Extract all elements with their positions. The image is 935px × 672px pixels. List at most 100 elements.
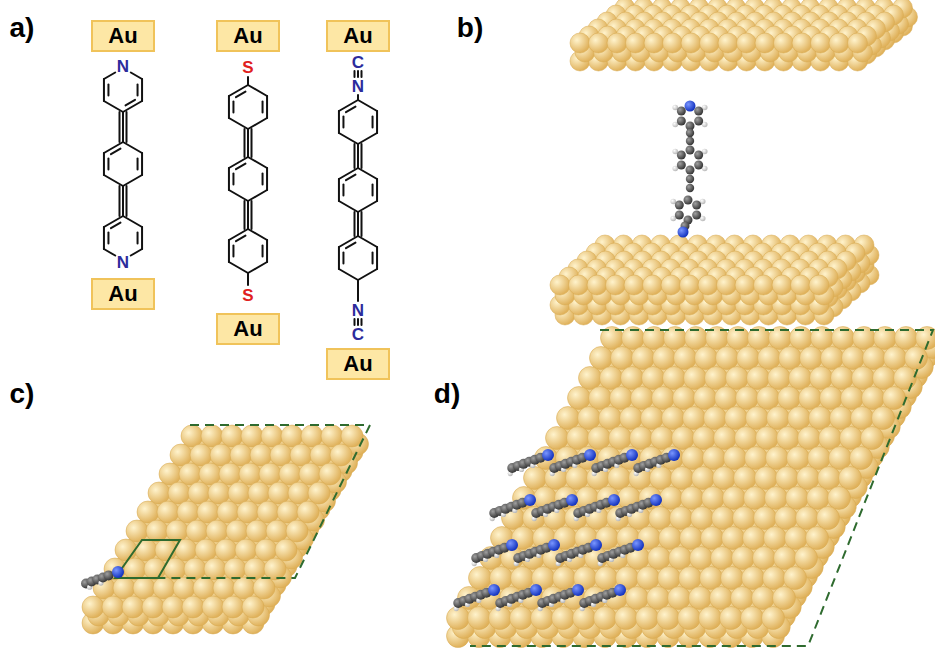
molecule-model <box>675 201 684 210</box>
molecule-structure <box>236 164 246 170</box>
gold-surface-large-cell <box>743 527 766 550</box>
gold-junction-model <box>792 33 812 53</box>
gold-surface-large-cell <box>745 447 768 470</box>
molecule-structure <box>342 185 344 196</box>
gold-junction-model <box>644 33 664 53</box>
molecule-structure <box>354 319 356 325</box>
gold-surface-large-cell <box>447 607 470 630</box>
molecule-structure <box>376 111 378 133</box>
molecule-model <box>686 175 694 183</box>
gold-surface-small-cell <box>222 596 244 618</box>
gold-surface-large-cell <box>669 547 692 570</box>
molecule-structure <box>266 168 268 190</box>
gold-surface-small-cell <box>288 482 310 504</box>
molecule-model <box>675 211 684 220</box>
gold-surface-small-cell <box>253 577 275 599</box>
gold-surface-large-cell <box>775 507 798 530</box>
gold-surface-small-cell <box>157 501 179 523</box>
gold-surface-large-cell <box>756 427 779 450</box>
molecule-structure <box>103 79 105 101</box>
molecule-model <box>685 101 696 112</box>
gold-surface-small-cell <box>308 482 330 504</box>
molecule-structure <box>122 112 124 142</box>
molecule-model <box>694 107 703 116</box>
gold-surface-small-cell <box>168 482 190 504</box>
molecule-structure <box>247 273 249 285</box>
gold-electrode-box: Au <box>216 313 280 345</box>
gold-surface-large-cell <box>684 367 707 390</box>
gold-surface-small-cell <box>102 596 124 618</box>
molecule-structure <box>119 186 121 216</box>
gold-surface-small-cell <box>195 539 217 561</box>
molecule-structure <box>229 262 248 273</box>
molecule-structure <box>372 253 374 264</box>
gold-surface-small-cell <box>186 520 208 542</box>
gold-surface-large-cell <box>689 587 712 610</box>
molecule-structure <box>251 129 253 157</box>
gold-surface-small-cell <box>226 520 248 542</box>
atom-symbol: N <box>117 58 129 75</box>
gold-surface-small-cell <box>201 425 223 447</box>
gold-surface-small-cell <box>241 425 263 447</box>
gold-surface-large-cell <box>588 427 611 450</box>
molecule-array <box>566 494 578 506</box>
gold-surface-large-cell <box>513 487 536 510</box>
gold-surface-large-cell <box>524 467 547 490</box>
gold-surface-large-cell <box>723 487 746 510</box>
gold-surface-large-cell <box>752 587 775 610</box>
molecule-structure <box>141 79 143 101</box>
gold-surface-large-cell <box>609 427 632 450</box>
molecule-structure <box>357 71 359 77</box>
gold-surface-large-cell <box>755 467 778 490</box>
gold-surface-large-cell <box>692 467 715 490</box>
gold-surface-small-cell <box>230 444 252 466</box>
gold-surface-large-cell <box>810 367 833 390</box>
gold-surface-small-cell <box>261 425 283 447</box>
molecule-model <box>686 184 694 192</box>
gold-junction-model <box>624 275 644 295</box>
gold-surface-large-cell <box>531 607 554 630</box>
gold-surface-large-cell <box>757 387 780 410</box>
gold-surface-small-cell <box>270 444 292 466</box>
gold-surface-large-cell <box>670 507 693 530</box>
gold-surface-large-cell <box>841 387 864 410</box>
gold-surface-small-cell <box>319 463 341 485</box>
molecule-structure <box>131 249 142 256</box>
gold-surface-large-cell <box>600 367 623 390</box>
gold-surface-small-cell <box>250 444 272 466</box>
molecule-structure <box>104 73 115 80</box>
gold-surface-large-cell <box>808 447 831 470</box>
molecule-structure <box>236 92 246 98</box>
gold-surface-small-cell <box>202 596 224 618</box>
gold-surface-large-cell <box>695 347 718 370</box>
gold-surface-small-cell <box>159 463 181 485</box>
molecule-structure <box>244 201 246 229</box>
gold-surface-large-cell <box>447 327 935 648</box>
molecule-structure <box>266 240 268 262</box>
gold-junction-model <box>663 33 683 53</box>
molecule-structure <box>228 96 230 118</box>
molecule-structure <box>107 233 109 244</box>
panel-letter: b) <box>457 14 483 42</box>
gold-surface-small-cell <box>210 444 232 466</box>
gold-surface-large-cell <box>741 607 764 630</box>
molecule-structure <box>248 190 267 201</box>
molecule-structure <box>357 280 359 301</box>
gold-surface-large-cell <box>671 467 694 490</box>
molecule-structure <box>354 212 356 236</box>
gold-surface-large-cell <box>680 527 703 550</box>
gold-surface-large-cell <box>589 387 612 410</box>
gold-surface-large-cell <box>705 367 728 390</box>
gold-surface-large-cell <box>774 547 797 570</box>
molecule-model <box>684 196 693 205</box>
gold-surface-small-cell <box>208 482 230 504</box>
molecule-structure <box>126 100 136 106</box>
gold-surface-large-cell <box>797 467 820 490</box>
molecule-array <box>626 449 638 461</box>
molecule-structure <box>111 223 121 229</box>
gold-junction-model <box>772 275 792 295</box>
molecule-model <box>686 129 694 137</box>
gold-surface-large-cell <box>722 527 745 550</box>
gold-surface-small-cell <box>221 425 243 447</box>
gold-surface-large-cell <box>557 407 580 430</box>
